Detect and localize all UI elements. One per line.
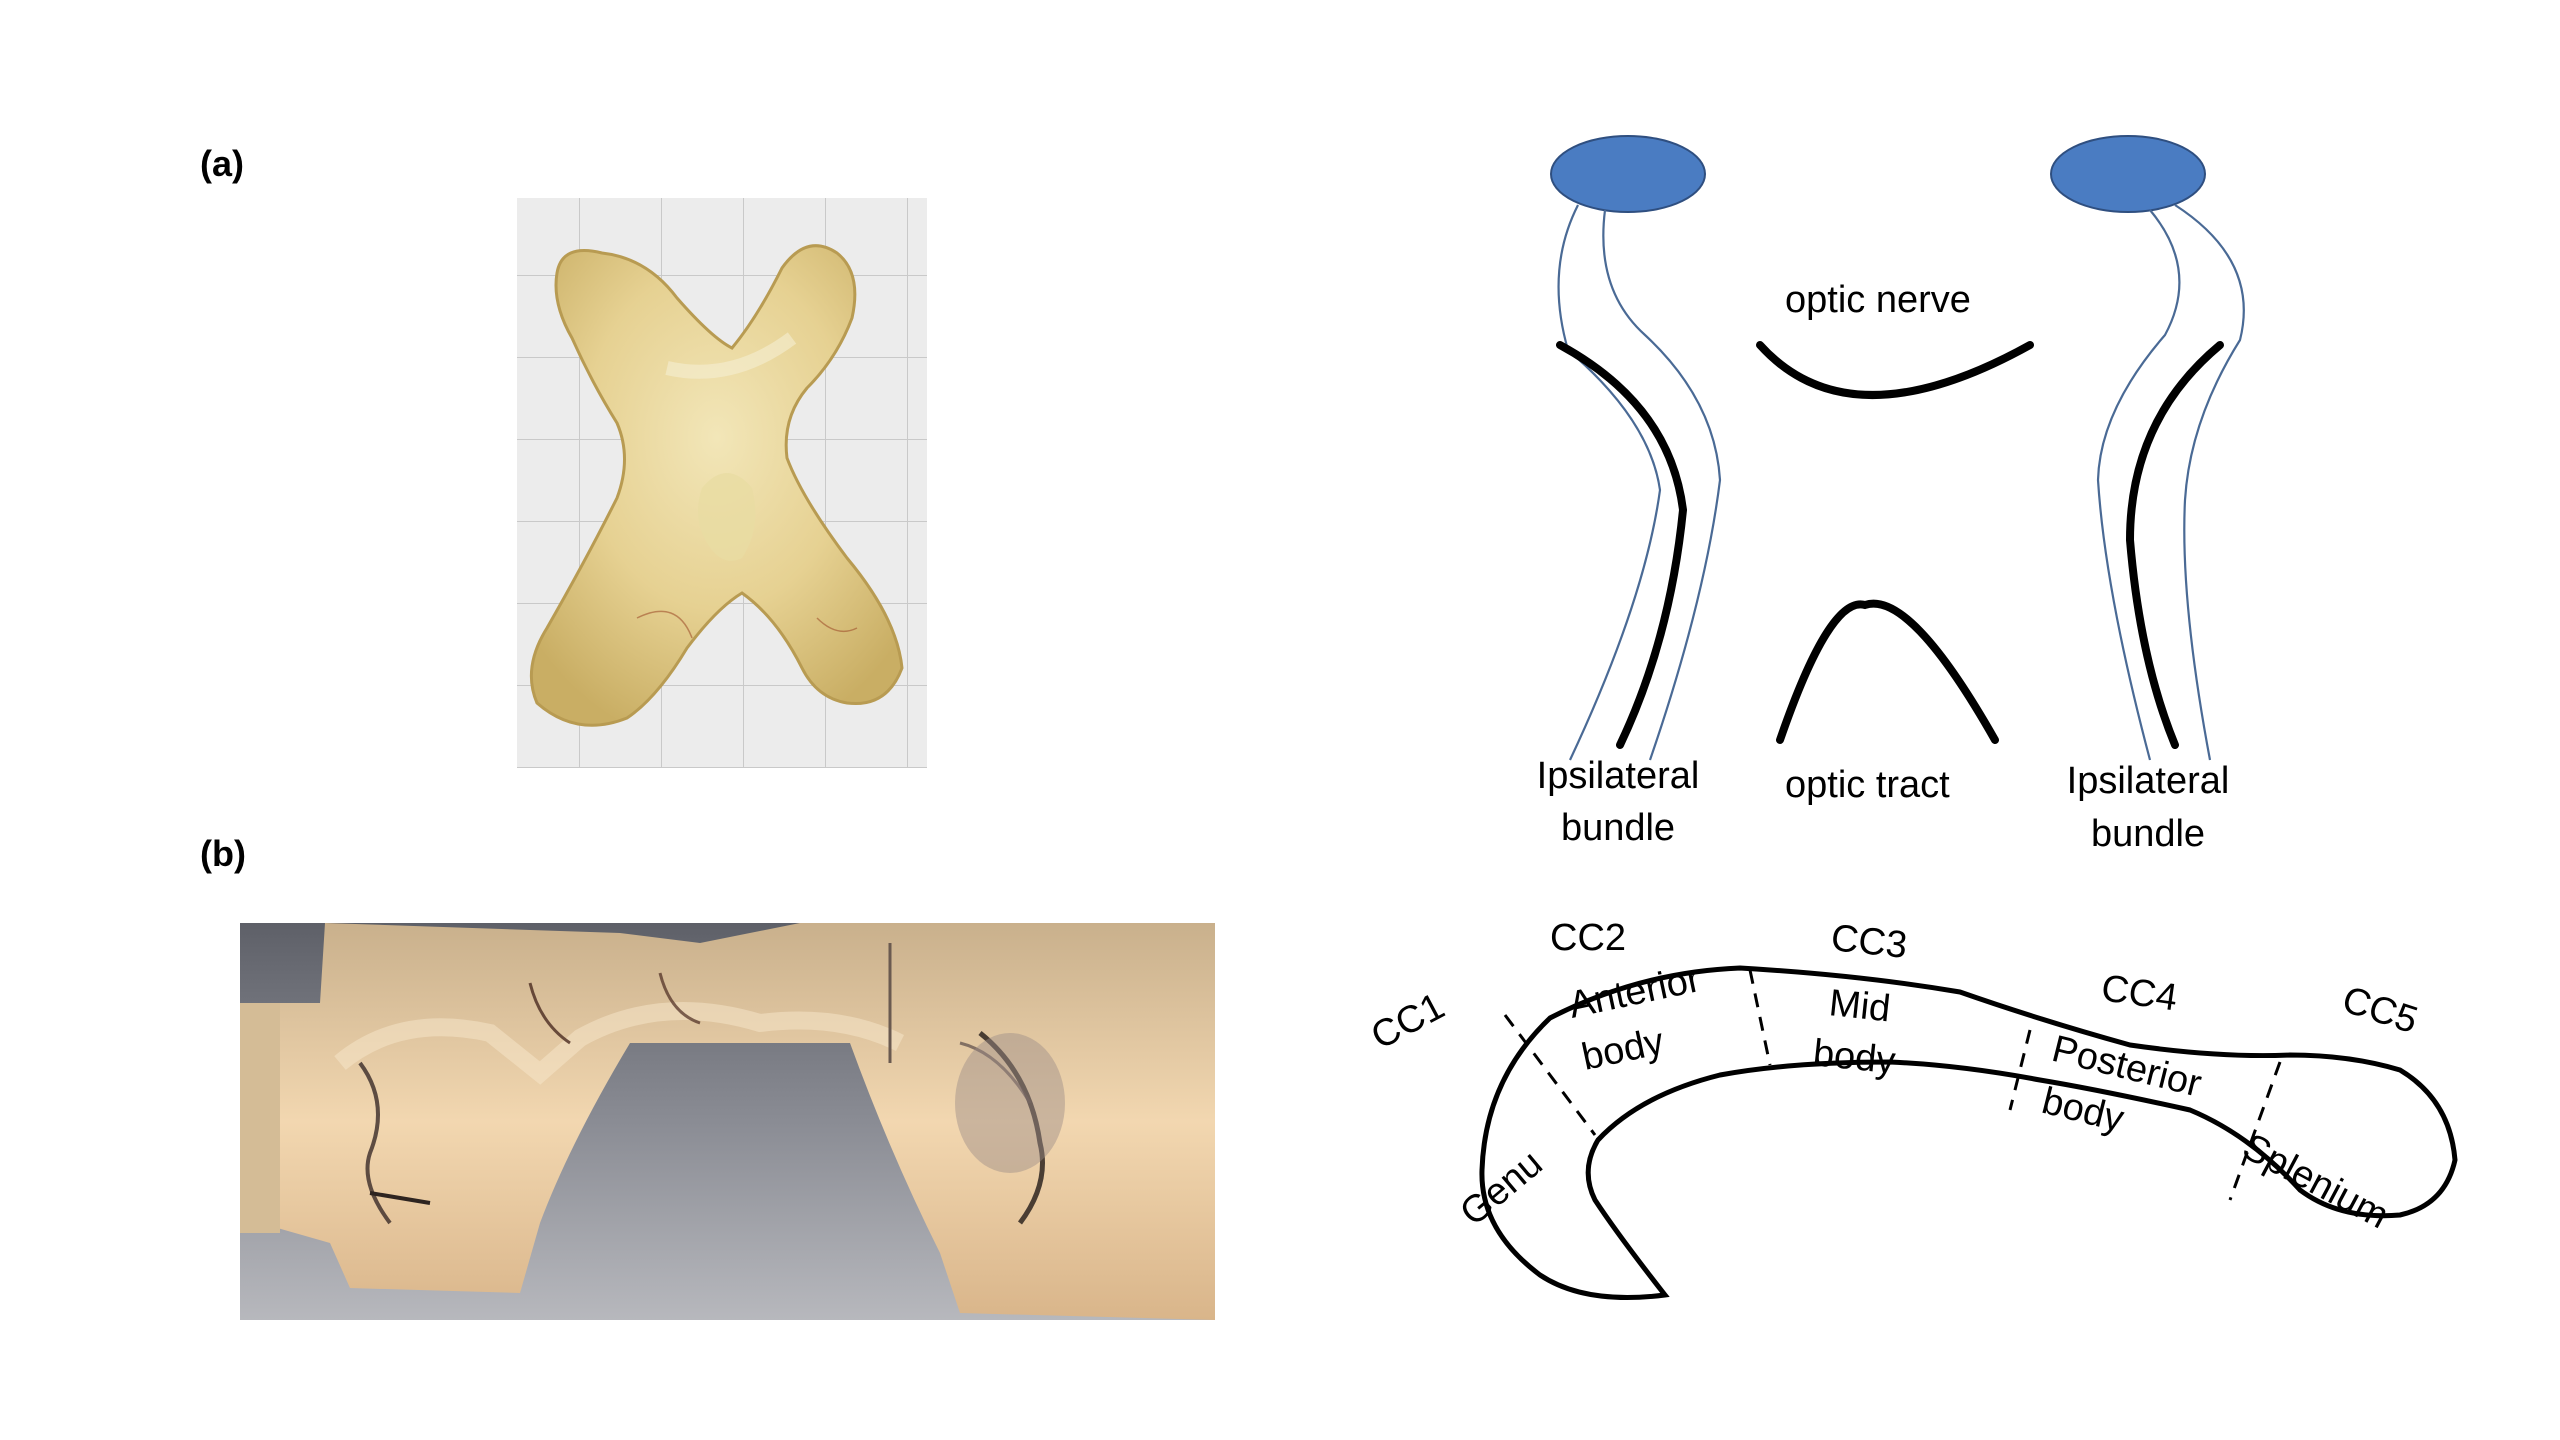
region-mid-label-2: body: [1811, 1032, 1897, 1082]
right-bundle-label-line2: bundle: [2091, 813, 2205, 855]
bottom-chiasm-border: [1776, 599, 1999, 744]
right-inner-fiber: [2096, 209, 2181, 761]
segment-label-cc2: CC2: [1550, 917, 1626, 959]
corpus-callosum-diagram: CC1 CC2 CC3 CC4 CC5 Genu Anterior body M…: [1365, 917, 2458, 1300]
region-mid-label-1: Mid: [1827, 982, 1892, 1030]
segment-label-cc1: CC1: [1365, 985, 1452, 1058]
right-outer-fiber: [2174, 204, 2245, 761]
divider-mid-posterior: [2008, 1029, 2032, 1111]
divider-genu-anterior: [1503, 1014, 1597, 1136]
left-chiasm-border: [1556, 341, 1688, 749]
optic-tract-label: optic tract: [1785, 764, 1950, 806]
divider-anterior-mid: [1748, 969, 1772, 1066]
left-eye-icon: [1550, 135, 1706, 213]
segment-label-cc4: CC4: [2099, 967, 2180, 1019]
optic-chiasm-photo: [517, 198, 927, 768]
left-bundle-label-line1: Ipsilateral: [1537, 755, 1700, 797]
top-chiasm-border: [1756, 341, 2034, 399]
divider-posterior-splenium: [2228, 1061, 2282, 1201]
panel-label-b: (b): [200, 833, 246, 874]
segment-label-cc5: CC5: [2337, 979, 2422, 1042]
right-eye-icon: [2050, 135, 2206, 213]
right-chiasm-border: [2125, 341, 2224, 749]
left-bundle-label-line2: bundle: [1561, 807, 1675, 849]
left-inner-fiber: [1602, 209, 1722, 761]
corpus-callosum-outline: [1479, 965, 2458, 1300]
right-bundle-label-line1: Ipsilateral: [2067, 760, 2230, 802]
left-outer-fiber: [1557, 204, 1662, 761]
corpus-callosum-photo: [240, 923, 1215, 1320]
optic-nerve-label: optic nerve: [1785, 279, 1971, 321]
panel-label-a: (a): [200, 143, 244, 184]
segment-label-cc3: CC3: [1829, 917, 1909, 967]
optic-chiasm-diagram: optic nerve optic tract Ipsilateral bund…: [1537, 135, 2245, 855]
